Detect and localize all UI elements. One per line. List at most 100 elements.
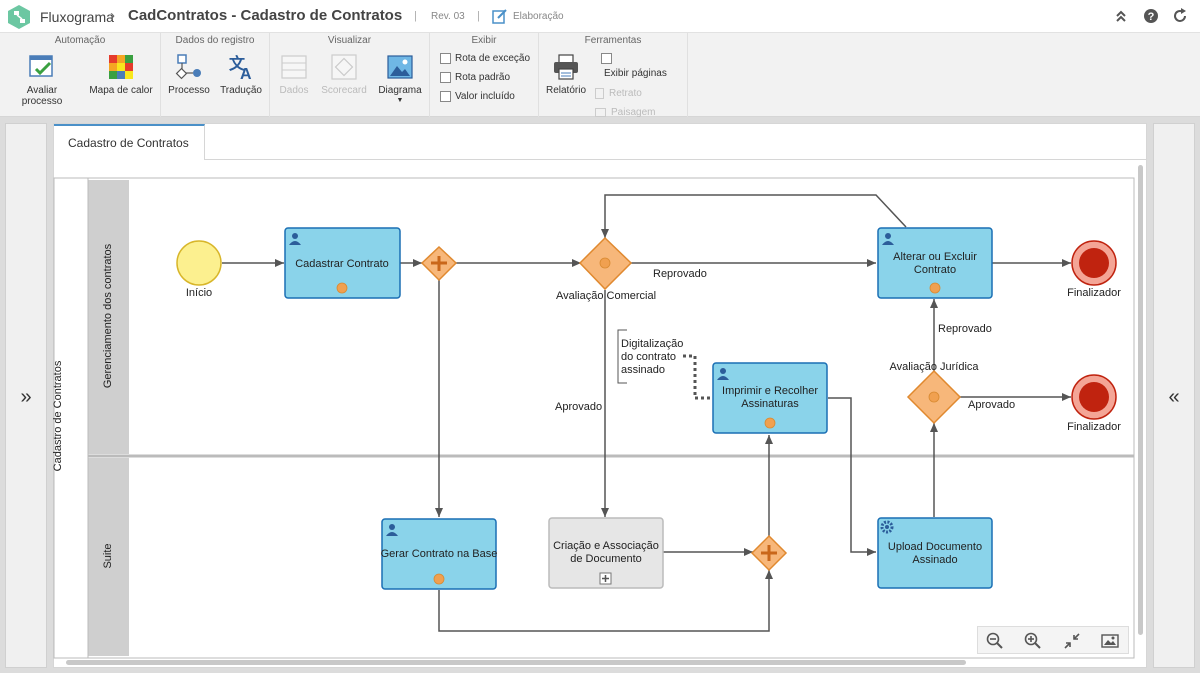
evaluate-process-icon bbox=[29, 55, 53, 77]
start-event[interactable]: Início bbox=[176, 240, 222, 299]
svg-text:?: ? bbox=[1148, 11, 1155, 23]
button-label: Diagrama bbox=[378, 85, 422, 96]
lane-label-gerenciamento: Gerenciamento dos contratos bbox=[102, 243, 114, 388]
task-label: Criação e Associação bbox=[553, 540, 659, 552]
flow-label-aprovado: Aprovado bbox=[555, 401, 602, 413]
zoom-in-icon[interactable] bbox=[1024, 632, 1042, 650]
gateway-label: Avaliação Jurídica bbox=[889, 361, 979, 373]
horizontal-scrollbar[interactable] bbox=[66, 660, 966, 665]
ribbon-group-visualizar: Visualizar Dados Scorecard Diagrama ▼ bbox=[270, 33, 430, 117]
option-label: Retrato bbox=[609, 88, 642, 99]
revision-label: Rev. 03 bbox=[431, 11, 465, 22]
end-event-1[interactable]: Finalizador bbox=[1067, 240, 1121, 299]
vertical-scrollbar[interactable] bbox=[1138, 165, 1143, 635]
data-icon bbox=[281, 55, 307, 79]
gateway-avaliacao-comercial[interactable]: Avaliação Comercial bbox=[556, 236, 656, 302]
lane-label-suite: Suite bbox=[102, 543, 114, 568]
left-expand-panel[interactable]: » bbox=[5, 123, 47, 668]
diagram-icon bbox=[387, 55, 413, 79]
landscape-option[interactable]: Paisagem bbox=[595, 107, 655, 117]
end-event-2[interactable]: Finalizador bbox=[1067, 374, 1121, 433]
button-label: Relatório bbox=[545, 85, 587, 96]
badge-icon bbox=[336, 282, 348, 294]
gateway-avaliacao-juridica[interactable]: Avaliação Jurídica bbox=[889, 361, 979, 425]
checkbox-label: Valor incluído bbox=[455, 91, 515, 102]
annotation-line: assinado bbox=[621, 364, 665, 376]
checkbox-box bbox=[440, 53, 451, 64]
flow-label-reprovado: Reprovado bbox=[938, 323, 992, 335]
export-image-icon[interactable] bbox=[1101, 632, 1119, 650]
group-label: Exibir bbox=[471, 35, 497, 46]
task-label: Assinaturas bbox=[741, 398, 799, 410]
right-expand-panel[interactable]: « bbox=[1153, 123, 1195, 668]
svg-text:文: 文 bbox=[229, 54, 246, 73]
tab-cadastro-contratos[interactable]: Cadastro de Contratos bbox=[54, 124, 205, 160]
task-label: Cadastrar Contrato bbox=[295, 258, 389, 270]
refresh-icon[interactable] bbox=[1172, 8, 1188, 24]
task-gerar-contrato-base[interactable]: Gerar Contrato na Base bbox=[381, 518, 498, 590]
page-title: CadContratos - Cadastro de Contratos bbox=[128, 7, 403, 24]
status-label: Elaboração bbox=[513, 11, 564, 22]
show-pages-checkbox[interactable]: Exibir páginas bbox=[601, 53, 667, 79]
expand-right-icon[interactable]: » bbox=[20, 386, 32, 408]
checkbox-label: Rota de exceção bbox=[455, 53, 531, 64]
lane-header-suite bbox=[88, 458, 129, 656]
report-button[interactable]: Relatório bbox=[543, 53, 589, 96]
app-logo-icon bbox=[8, 5, 30, 29]
task-label: Assinado bbox=[912, 554, 957, 566]
zoom-toolbar bbox=[977, 626, 1129, 654]
expand-subprocess-icon[interactable] bbox=[599, 572, 612, 585]
task-upload-documento-assinado[interactable]: Upload Documento Assinado bbox=[877, 517, 993, 589]
zoom-out-icon[interactable] bbox=[986, 632, 1004, 650]
task-cadastrar-contrato[interactable]: Cadastrar Contrato bbox=[284, 227, 401, 299]
checkbox-box bbox=[601, 53, 612, 64]
gear-icon bbox=[880, 520, 894, 534]
flow[interactable] bbox=[601, 194, 907, 238]
group-label: Ferramentas bbox=[584, 35, 642, 46]
standard-route-checkbox[interactable]: Rota padrão bbox=[440, 72, 510, 83]
task-label: Contrato bbox=[914, 264, 956, 276]
diagram-button[interactable]: Diagrama ▼ bbox=[376, 53, 424, 104]
checkbox-box bbox=[440, 72, 451, 83]
checkbox-label: Exibir páginas bbox=[604, 68, 667, 79]
event-label: Finalizador bbox=[1067, 287, 1121, 299]
evaluate-process-button[interactable]: Avaliar processo bbox=[6, 53, 78, 107]
portrait-option[interactable]: Retrato bbox=[595, 88, 642, 99]
data-button[interactable]: Dados bbox=[274, 53, 314, 96]
collapse-icon[interactable] bbox=[1113, 8, 1129, 24]
flow[interactable] bbox=[828, 397, 876, 556]
checkbox-label: Rota padrão bbox=[455, 72, 511, 83]
exception-route-checkbox[interactable]: Rota de exceção bbox=[440, 53, 530, 64]
ribbon-group-exibir: Exibir Rota de exceção Rota padrão Valor… bbox=[430, 33, 539, 117]
annotation-line: Digitalização bbox=[621, 338, 683, 350]
expand-left-icon[interactable]: « bbox=[1168, 386, 1180, 408]
translation-icon: 文 A bbox=[229, 54, 252, 81]
fit-screen-icon[interactable] bbox=[1063, 632, 1081, 650]
group-label: Visualizar bbox=[327, 35, 372, 46]
app-name[interactable]: Fluxograma bbox=[40, 9, 114, 25]
help-icon[interactable]: ? bbox=[1143, 8, 1159, 24]
ribbon-toolbar: Automação Avaliar processo Mapa de calor… bbox=[0, 33, 1200, 117]
badge-icon bbox=[433, 573, 445, 585]
user-task-icon bbox=[289, 233, 301, 245]
heat-map-button[interactable]: Mapa de calor bbox=[88, 53, 154, 96]
top-bar: Fluxograma › CadContratos - Cadastro de … bbox=[0, 0, 1200, 33]
flow-label-reprovado: Reprovado bbox=[653, 268, 707, 280]
badge-icon bbox=[929, 282, 941, 294]
flow[interactable] bbox=[438, 570, 773, 632]
parallel-gateway-1[interactable] bbox=[420, 245, 458, 282]
task-label: Upload Documento bbox=[888, 541, 982, 553]
sequence-flows bbox=[222, 194, 1071, 632]
translation-button[interactable]: 文 A Tradução bbox=[217, 53, 265, 96]
event-label: Finalizador bbox=[1067, 421, 1121, 433]
task-imprimir-recolher-assinaturas[interactable]: Imprimir e Recolher Assinaturas bbox=[712, 362, 828, 434]
included-value-checkbox[interactable]: Valor incluído bbox=[440, 91, 515, 102]
parallel-gateway-2[interactable] bbox=[750, 534, 788, 572]
process-button[interactable]: Processo bbox=[167, 53, 211, 96]
subprocess-criacao-associacao-documento[interactable]: Criação e Associação de Documento bbox=[548, 517, 664, 589]
scorecard-button[interactable]: Scorecard bbox=[318, 53, 370, 96]
text-annotation[interactable]: Digitalização do contrato assinado bbox=[617, 329, 712, 400]
user-task-icon bbox=[717, 368, 729, 380]
task-alterar-excluir-contrato[interactable]: Alterar ou Excluir Contrato bbox=[877, 227, 993, 299]
divider: | bbox=[414, 10, 417, 22]
